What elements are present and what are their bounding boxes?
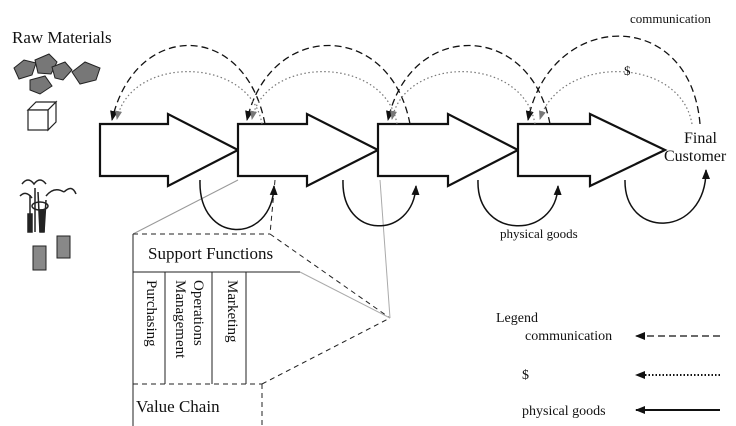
legend-label-physical-goods: physical goods <box>522 404 606 419</box>
support-functions-header: Support Functions <box>148 244 274 263</box>
final-customer-label-line2: Customer <box>664 148 727 165</box>
legend-lines <box>635 332 720 414</box>
legend-title: Legend <box>496 311 538 326</box>
process-arrow-2 <box>236 112 381 188</box>
support-panel-frame <box>132 233 300 426</box>
tree-sculpture-icon <box>19 179 77 233</box>
rocks-icon <box>13 53 101 95</box>
final-customer-label-line1: Final <box>684 130 717 147</box>
raw-materials-label: Raw Materials <box>12 28 112 47</box>
legend-label-communication: communication <box>525 329 613 344</box>
column-operations-line2: Management <box>172 280 188 359</box>
communication-flows <box>110 35 701 125</box>
legend-label-money: $ <box>522 368 529 383</box>
column-purchasing: Purchasing <box>143 280 159 347</box>
blocks-icon <box>32 235 71 271</box>
physical-goods-label: physical goods <box>500 226 578 241</box>
money-flows <box>115 71 693 125</box>
value-chain-label: Value Chain <box>136 397 220 416</box>
communication-top-label: communication <box>630 11 711 26</box>
physical-goods-flows <box>199 169 710 231</box>
process-arrow-3 <box>376 112 521 188</box>
process-arrow-1 <box>98 112 241 188</box>
dollar-top-label: $ <box>624 63 631 78</box>
cube-icon <box>26 100 58 132</box>
column-operations-line1: Operations <box>190 280 206 346</box>
process-arrows <box>98 112 668 188</box>
column-marketing: Marketing <box>224 280 240 343</box>
process-arrow-4 <box>516 112 668 188</box>
